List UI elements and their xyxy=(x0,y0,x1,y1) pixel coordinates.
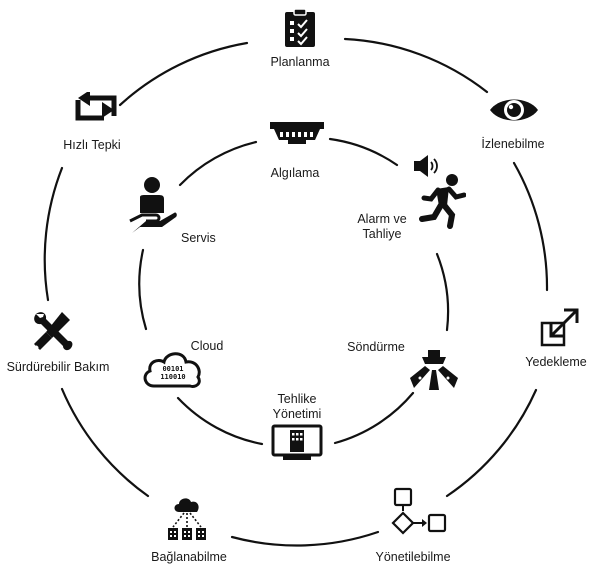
smoke-detector-icon xyxy=(270,122,324,144)
refresh-arrows-icon xyxy=(75,92,117,121)
running-person-icon xyxy=(419,174,466,229)
outer-ring-arc-maintenance-rapid xyxy=(43,166,64,302)
label-cloud: Cloud xyxy=(190,339,224,353)
eye-icon xyxy=(490,99,538,121)
inner-ring-arc-cloud-service xyxy=(138,248,148,331)
outer-ring-arc-manageability-connectivity xyxy=(230,530,380,547)
label-monitoring: İzlenebilme xyxy=(481,137,545,151)
inner-ring-arc-suppression-risk xyxy=(333,391,415,445)
expand-arrow-icon xyxy=(540,308,579,347)
outer-ring-arc-connectivity-maintenance xyxy=(60,387,150,498)
speaker-icon xyxy=(414,155,438,177)
cloud-bits-line1: 00101 xyxy=(162,365,183,373)
label-manageability: Yönetilebilme xyxy=(375,550,451,564)
label-risk-management: Tehlike Yönetimi xyxy=(273,392,322,422)
monitor-panel-icon xyxy=(271,424,323,460)
cloud-data-icon: 00101 110010 xyxy=(143,352,201,388)
label-alarm-evacuation: Alarm ve Tahliye xyxy=(357,212,406,242)
label-connectivity: Bağlanabilme xyxy=(151,550,227,564)
outer-ring-arc-monitoring-backup xyxy=(512,161,549,292)
label-alarm-line2: Tahliye xyxy=(362,227,402,241)
inner-ring-arc-service-detection xyxy=(178,140,258,187)
cloud-network-icon xyxy=(168,498,206,540)
label-risk-line1: Tehlike xyxy=(277,392,317,406)
label-rapid-response: Hızlı Tepki xyxy=(63,138,121,152)
outer-ring-arc-rapid-planning xyxy=(118,41,249,107)
sprinkler-icon xyxy=(410,350,458,390)
flowchart-icon xyxy=(391,487,447,535)
label-backup: Yedekleme xyxy=(525,355,587,369)
wrench-screwdriver-icon xyxy=(34,312,73,351)
outer-ring-arc-backup-manageability xyxy=(445,388,538,498)
label-risk-line2: Yönetimi xyxy=(272,407,322,421)
label-suppression: Söndürme xyxy=(347,340,405,354)
person-hand-service-icon xyxy=(129,177,177,233)
cloud-bits-line2: 110010 xyxy=(160,373,185,381)
outer-ring-arc-planning-monitoring xyxy=(343,37,489,94)
label-planning: Planlanma xyxy=(270,55,330,69)
label-alarm-line1: Alarm ve xyxy=(357,212,407,226)
inner-ring-arc-risk-cloud xyxy=(176,396,264,446)
label-detection: Algılama xyxy=(270,166,320,180)
label-service: Servis xyxy=(181,231,216,245)
inner-ring-arc-detection-alarm xyxy=(328,137,399,167)
label-maintenance: Sürdürebilir Bakım xyxy=(6,360,110,374)
inner-ring-arc-alarm-suppression xyxy=(435,252,450,332)
clipboard-checklist-icon xyxy=(285,8,315,47)
